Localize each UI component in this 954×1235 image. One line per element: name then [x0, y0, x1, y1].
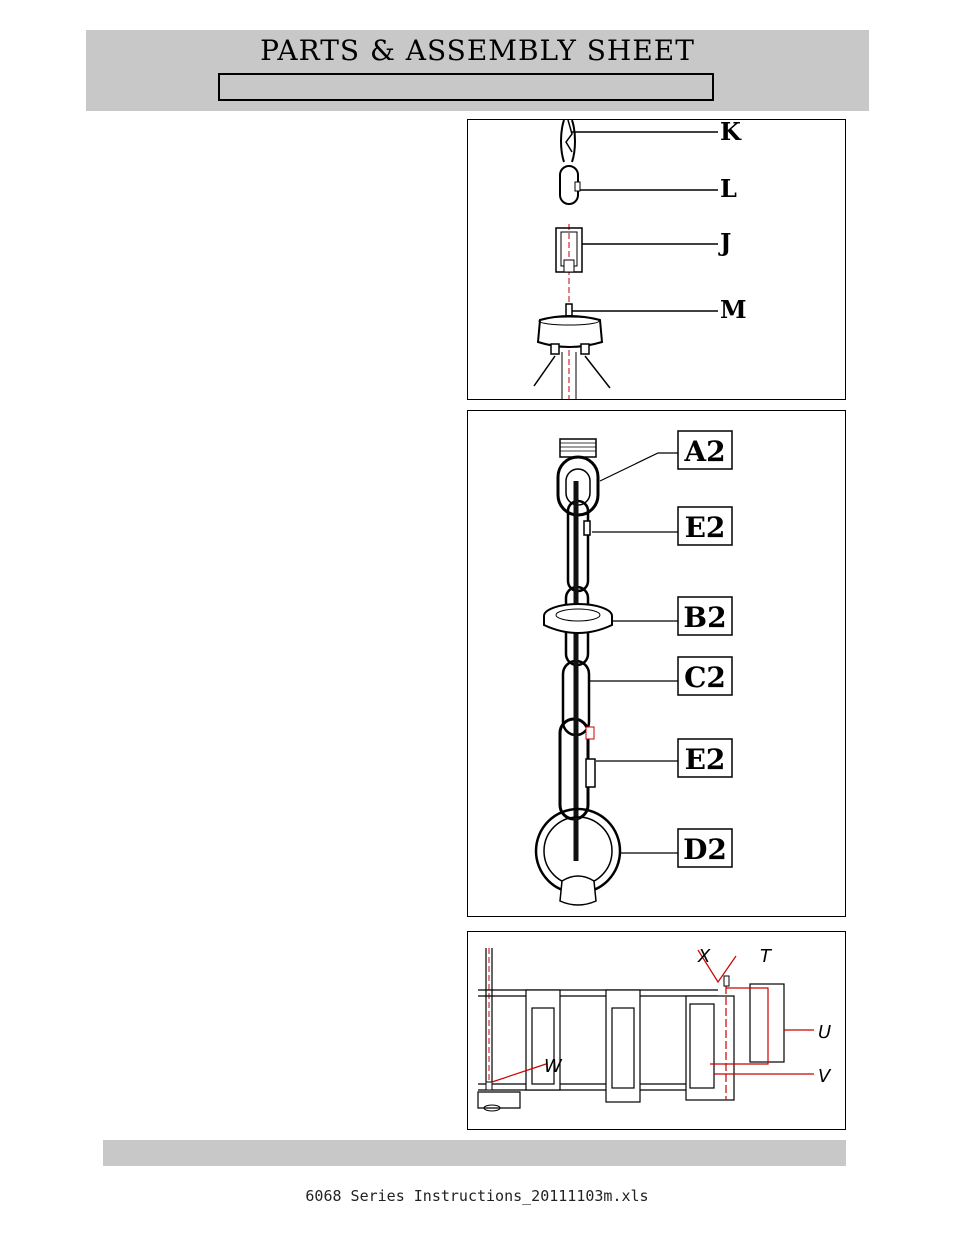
label-e2-bottom: E2	[685, 743, 726, 776]
label-u: U	[818, 1022, 831, 1043]
leader-w	[491, 1063, 547, 1083]
label-w: W	[544, 1056, 563, 1077]
tag-box-a2	[677, 430, 733, 470]
label-a2: A2	[683, 435, 725, 468]
label-e2-top: E2	[685, 511, 726, 544]
leader-x-t	[697, 949, 737, 984]
part-m-nipple	[565, 303, 573, 317]
leader-a2	[599, 452, 678, 482]
diagram-canopy-mount: K L J M	[467, 119, 846, 400]
page-title: PARTS & ASSEMBLY SHEET	[260, 34, 695, 67]
label-b2: B2	[683, 601, 726, 634]
chain-assembly-drawing: A2 E2 B2 C2 E2 D2	[534, 430, 733, 906]
part-e2-top-clip	[583, 520, 591, 536]
tag-box-e2-top	[677, 506, 733, 546]
footer-bar	[103, 1140, 846, 1166]
tag-box-e2-bottom	[677, 738, 733, 778]
header-bar: PARTS & ASSEMBLY SHEET	[86, 30, 869, 111]
frame-wiring-drawing: X T U V W	[477, 946, 832, 1112]
diagram-frame-wiring: X T U V W	[467, 931, 846, 1130]
tag-box-c2	[677, 656, 733, 696]
tag-box-d2	[677, 828, 733, 868]
part-d2-socket	[559, 875, 597, 906]
part-e2-bottom-clip	[585, 758, 596, 788]
diagram-chain-assembly: A2 E2 B2 C2 E2 D2	[467, 410, 846, 917]
canopy-body	[536, 315, 604, 348]
label-c2: C2	[684, 661, 726, 694]
label-m: M	[720, 295, 747, 324]
footer-filename: 6068 Series Instructions_20111103m.xls	[305, 1187, 649, 1205]
label-k: K	[720, 120, 742, 146]
part-u-box	[749, 983, 785, 1063]
label-d2: D2	[683, 833, 727, 866]
label-v: V	[818, 1066, 832, 1087]
label-j: J	[718, 228, 731, 257]
tag-box-b2	[677, 596, 733, 636]
part-k-link	[560, 120, 576, 163]
label-t: T	[760, 946, 773, 967]
subtitle-box	[218, 73, 714, 101]
canopy-mount-drawing: K L J M	[533, 120, 747, 399]
label-x: X	[697, 946, 711, 967]
label-l: L	[720, 174, 737, 203]
part-a2-cap	[559, 438, 597, 458]
